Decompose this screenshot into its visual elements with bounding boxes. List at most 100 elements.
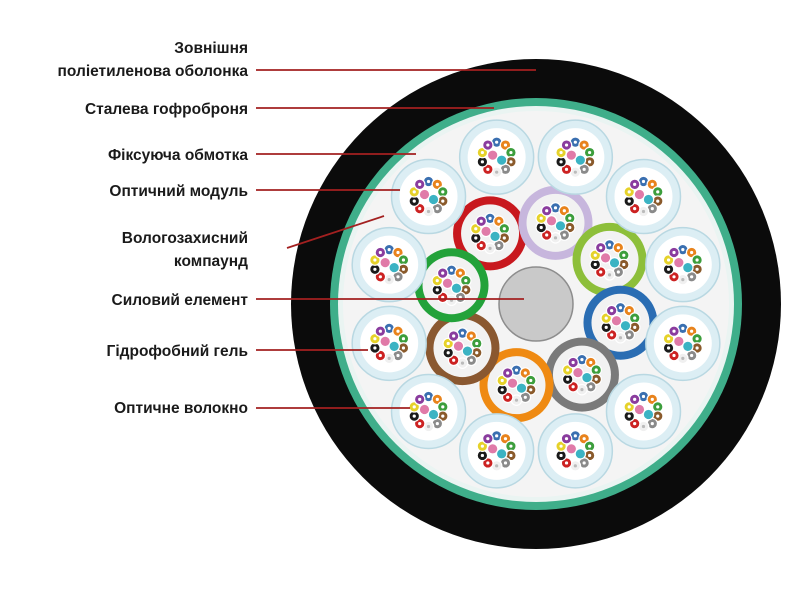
fiber-core xyxy=(607,243,612,247)
fiber-core xyxy=(495,140,499,144)
fiber-core xyxy=(593,262,597,267)
optical-fiber xyxy=(565,443,578,455)
optical-fiber xyxy=(489,230,501,243)
fiber-core xyxy=(656,199,660,203)
fiber-core xyxy=(650,182,654,186)
fiber-core xyxy=(650,397,654,401)
fiber-core xyxy=(568,216,572,220)
fiber-core xyxy=(488,216,492,220)
fiber-core xyxy=(502,236,506,240)
label-outer-sheath-line2: поліетиленова оболонка xyxy=(58,63,249,80)
fiber-core xyxy=(486,437,490,441)
fiber-core xyxy=(480,444,484,448)
optical-fiber xyxy=(581,371,593,384)
label-optical-module: Оптичний модуль xyxy=(109,183,248,200)
leader-water-blocking xyxy=(286,215,385,249)
fiber-core xyxy=(627,309,631,313)
fiber-core xyxy=(564,437,569,441)
fiber-core xyxy=(426,394,431,399)
optical-fiber xyxy=(486,149,499,161)
blue-module xyxy=(583,285,658,360)
fiber-core xyxy=(650,422,654,426)
fiber-core xyxy=(695,337,699,341)
fiber-core xyxy=(452,358,456,362)
fiber-core xyxy=(616,246,620,250)
fiber-core xyxy=(588,160,592,164)
outer-loose-tube xyxy=(390,158,467,235)
fiber-core xyxy=(452,334,456,338)
fiber-core xyxy=(573,464,577,468)
fiber-core xyxy=(435,182,439,186)
fiber-core xyxy=(566,377,570,381)
fiber-core xyxy=(656,405,660,409)
fiber-core xyxy=(641,394,646,399)
fiber-core xyxy=(412,199,416,203)
fiber-core xyxy=(588,150,592,155)
outer-loose-tube xyxy=(458,413,535,489)
fiber-core xyxy=(681,278,685,282)
outer-loose-tube xyxy=(351,226,427,303)
fiber-core xyxy=(553,206,558,210)
optical-fiber xyxy=(682,261,694,274)
fiber-core xyxy=(599,270,603,274)
fiber-core xyxy=(604,325,608,329)
optical-fiber xyxy=(388,261,400,274)
optical-fiber xyxy=(379,335,391,348)
label-hydrophobic-gel: Гідрофобний гель xyxy=(107,343,248,360)
optical-fiber xyxy=(495,448,508,460)
optical-fiber xyxy=(480,225,492,238)
optical-fiber xyxy=(427,193,440,206)
fiber-core xyxy=(480,160,484,164)
fiber-core xyxy=(622,262,626,267)
fiber-core xyxy=(681,326,685,330)
fiber-core xyxy=(475,341,479,346)
fiber-core xyxy=(378,329,382,333)
fiber-core xyxy=(641,424,646,429)
fiber-core xyxy=(564,143,569,147)
fiber-core xyxy=(503,143,508,147)
fiber-core xyxy=(486,143,490,147)
fiber-core xyxy=(588,453,592,458)
fiber-core xyxy=(500,378,504,383)
optical-fiber xyxy=(554,220,567,232)
fiber-core xyxy=(514,368,519,372)
optical-fiber xyxy=(574,154,587,166)
optical-fiber xyxy=(682,340,694,353)
fiber-core xyxy=(599,246,603,250)
fiber-core xyxy=(464,279,468,283)
label-optical-fiber: Оптичне волокно xyxy=(114,400,248,417)
label-outer-sheath-line1: Зовнішня xyxy=(174,40,248,57)
optical-fiber xyxy=(642,408,655,421)
optical-fiber xyxy=(441,277,454,290)
fiber-core xyxy=(387,326,391,330)
optical-fiber xyxy=(486,443,499,455)
fiber-core xyxy=(495,434,499,438)
outer-loose-tube xyxy=(605,158,682,235)
fiber-core xyxy=(460,361,465,365)
fiber-core xyxy=(562,209,566,213)
fiber-core xyxy=(588,444,592,448)
fiber-core xyxy=(573,170,577,174)
fiber-core xyxy=(458,271,462,275)
outer-loose-tube xyxy=(645,305,721,382)
fiber-core xyxy=(387,278,391,282)
fiber-core xyxy=(539,225,543,230)
optical-fiber xyxy=(565,149,578,161)
optical-fiber xyxy=(379,256,391,269)
fiber-core xyxy=(509,444,513,448)
fiber-core xyxy=(672,275,676,279)
lime-module xyxy=(572,222,647,297)
fiber-core xyxy=(396,250,400,255)
fiber-core xyxy=(523,371,527,375)
fiber-core xyxy=(564,461,569,465)
fiber-core xyxy=(479,243,483,248)
fiber-core xyxy=(529,388,533,392)
fiber-core xyxy=(672,250,676,255)
fiber-core xyxy=(503,437,508,441)
fiber-core xyxy=(503,167,508,171)
fiber-core xyxy=(486,167,490,171)
fiber-core xyxy=(627,333,631,337)
fiber-core xyxy=(426,424,431,429)
fiber-core xyxy=(486,461,490,465)
